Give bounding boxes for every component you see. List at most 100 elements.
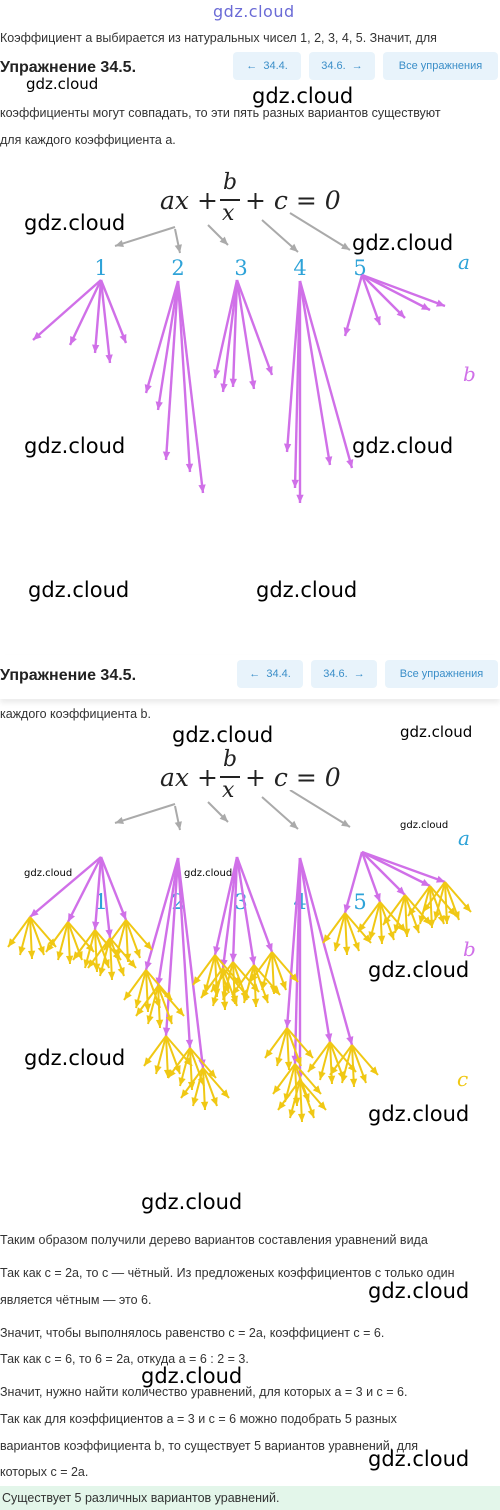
yellow-arrow <box>72 929 96 961</box>
violet-arrow <box>162 280 180 461</box>
yellow-arrow <box>407 885 431 917</box>
yellow-arrow <box>327 1041 336 1085</box>
answer-text: Существует 5 различных вариантов уравнен… <box>2 1491 280 1505</box>
yellow-arrow <box>242 964 255 1004</box>
yellow-arrow <box>109 937 137 969</box>
equation-ax: ax + <box>160 186 218 215</box>
violet-arrow <box>361 850 431 888</box>
prev-exercise-button[interactable]: ← 34.4. <box>237 660 303 688</box>
violet-arrow <box>235 856 257 966</box>
yellow-arrow <box>269 951 278 995</box>
yellow-arrow <box>284 1027 293 1071</box>
gray-arrow <box>289 212 351 251</box>
violet-arrow <box>66 856 103 923</box>
yellow-arrow <box>123 919 132 963</box>
yellow-arrow <box>340 1044 353 1084</box>
gray-arrow <box>261 796 299 830</box>
yellow-arrow <box>155 985 164 1029</box>
site-logo[interactable]: gdz.cloud <box>213 2 295 21</box>
fraction-bar <box>220 776 240 778</box>
all-exercises-button[interactable]: Все упражнения <box>385 660 498 688</box>
next-exercise-button[interactable]: 34.6. → <box>311 660 377 688</box>
yellow-arrow <box>342 912 351 956</box>
text-line-3: является чётным — это 6. <box>0 1293 152 1307</box>
yellow-arrow <box>271 951 287 991</box>
yellow-arrow <box>427 885 436 929</box>
violet-arrow <box>213 856 239 956</box>
yellow-arrow <box>145 969 173 1001</box>
violet-arrow <box>92 279 103 354</box>
violet-arrow <box>298 280 333 466</box>
watermark: gdz.cloud <box>352 434 454 458</box>
violet-arrow <box>229 279 239 388</box>
violet-arrow <box>176 280 206 494</box>
violet-arrow <box>29 856 102 918</box>
watermark: gdz.cloud <box>28 578 130 602</box>
equation-den: x <box>222 778 235 803</box>
yellow-arrow <box>200 1067 209 1111</box>
yellow-arrow <box>143 969 152 1013</box>
violet-arrow <box>298 857 354 1046</box>
gray-arrow <box>207 801 229 823</box>
violet-arrow <box>361 273 431 312</box>
exercise-title: Упражнение 34.5. <box>0 667 137 684</box>
gray-arrow <box>114 803 176 825</box>
watermark: gdz.cloud <box>368 1279 470 1303</box>
yellow-arrow <box>123 969 147 1001</box>
violet-arrow <box>68 279 103 346</box>
yellow-arrow <box>349 1044 358 1088</box>
gray-arrow <box>174 805 182 831</box>
yellow-arrow <box>180 1067 204 1099</box>
yellow-arrow <box>157 985 185 1017</box>
watermark: gdz.cloud <box>256 578 358 602</box>
answer-box: Существует 5 различных вариантов уравнен… <box>0 1486 500 1510</box>
watermark: gdz.cloud <box>26 75 99 93</box>
prev-exercise-button[interactable]: ← 34.4. <box>233 52 301 80</box>
text-line-1: Таким образом получили дерево вариантов … <box>0 1233 428 1247</box>
watermark: gdz.cloud <box>400 820 449 831</box>
yellow-arrow <box>134 969 147 1009</box>
label-b-2: b <box>463 937 476 961</box>
yellow-arrow <box>402 894 411 938</box>
watermark: gdz.cloud <box>184 868 233 879</box>
arrow-right-icon: → <box>347 668 365 680</box>
yellow-arrow <box>404 894 420 934</box>
yellow-arrow <box>210 961 234 993</box>
yellow-arrow <box>27 916 36 960</box>
tree-node-number: 4 <box>293 256 306 280</box>
next-exercise-button[interactable]: 34.6. → <box>309 52 375 80</box>
text-para1-line1: коэффициенты могут совпадать, то эти пят… <box>0 106 441 120</box>
yellow-arrow <box>192 954 216 986</box>
arrow-left-icon: ← <box>246 60 264 72</box>
watermark: gdz.cloud <box>368 1447 470 1471</box>
yellow-arrow <box>299 1079 327 1111</box>
yellow-arrow <box>351 1044 379 1076</box>
text-para2: каждого коэффициента b. <box>0 707 151 721</box>
text-line-6: Значит, нужно найти количество уравнений… <box>0 1385 408 1399</box>
yellow-arrow <box>125 919 153 951</box>
yellow-arrow <box>275 1027 288 1067</box>
yellow-arrow <box>272 1063 296 1095</box>
yellow-arrow <box>7 916 31 948</box>
watermark: gdz.cloud <box>24 868 73 879</box>
yellow-arrow <box>56 921 69 961</box>
yellow-arrow <box>92 929 101 973</box>
gray-arrow <box>289 790 351 828</box>
yellow-arrow <box>45 921 69 953</box>
yellow-arrow <box>297 1079 306 1123</box>
yellow-arrow <box>382 894 406 926</box>
watermark: gdz.cloud <box>352 231 454 255</box>
yellow-arrow <box>368 901 381 941</box>
yellow-arrow <box>29 916 45 956</box>
yellow-arrow <box>329 1044 353 1076</box>
watermark: gdz.cloud <box>368 1102 470 1126</box>
violet-arrow <box>360 274 382 326</box>
yellow-arrow <box>230 961 239 1005</box>
violet-arrow <box>32 279 102 341</box>
violet-arrow <box>296 281 304 503</box>
text-line-2: Так как c = 2a, то c — чётный. Из предло… <box>0 1266 455 1280</box>
all-exercises-button[interactable]: Все упражнения <box>383 52 498 80</box>
yellow-arrow <box>286 1027 314 1059</box>
